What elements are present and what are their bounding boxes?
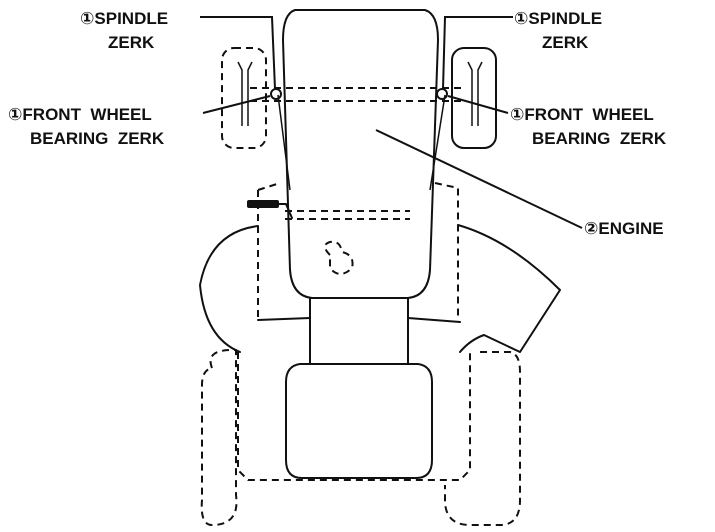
leader-spindle-right	[442, 16, 513, 90]
label-spindle-right: ①SPINDLE	[514, 9, 602, 28]
label-spindle-right-line2: ZERK	[542, 33, 589, 52]
right-fender	[407, 224, 561, 353]
rear-wheel-left	[200, 349, 238, 526]
leader-engine	[375, 129, 583, 229]
label-bearing-right-line2: BEARING ZERK	[532, 129, 667, 148]
label-engine: ②ENGINE	[584, 219, 664, 238]
label-spindle-left: ①SPINDLE	[80, 9, 168, 28]
label-spindle-left-line2: ZERK	[108, 33, 155, 52]
seat-column	[309, 297, 409, 365]
engine-hood	[277, 9, 446, 299]
rear-wheel-right	[444, 351, 521, 526]
left-fender	[199, 225, 311, 353]
leader-bearing-left	[202, 95, 271, 114]
label-bearing-left-line2: BEARING ZERK	[30, 129, 165, 148]
leader-spindle-left	[200, 16, 276, 90]
front-axle	[250, 87, 466, 102]
label-bearing-left: ①FRONT WHEEL	[8, 105, 152, 124]
operator-seat	[285, 363, 433, 479]
rear-frame	[237, 182, 471, 481]
right-spindle-zerk-fitting	[436, 88, 448, 100]
left-spindle-zerk-fitting	[270, 88, 282, 100]
label-bearing-right: ①FRONT WHEEL	[510, 105, 654, 124]
lift-lever	[247, 200, 293, 219]
engine-block	[285, 210, 410, 275]
leader-bearing-right	[447, 95, 509, 114]
